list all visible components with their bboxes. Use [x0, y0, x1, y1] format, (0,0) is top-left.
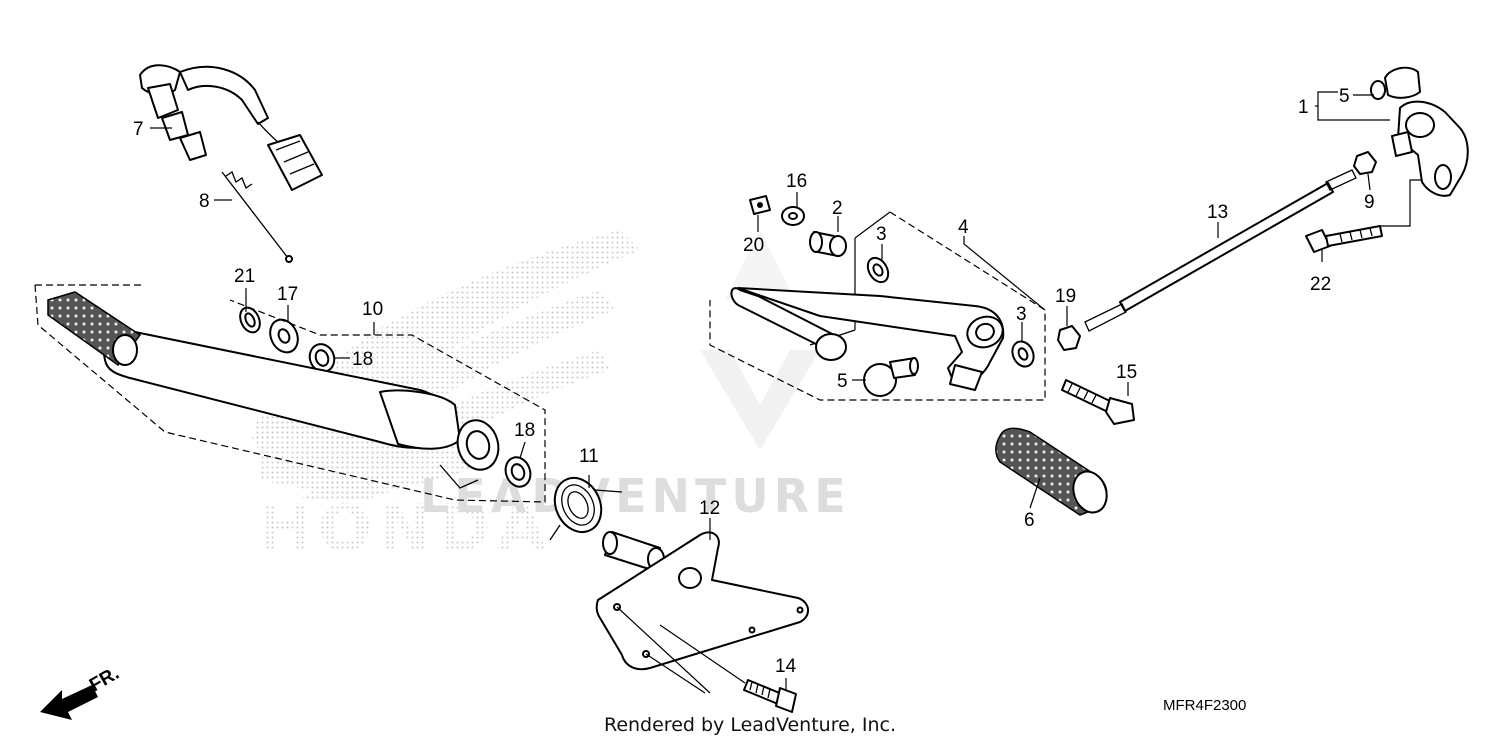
- callout-11: 11: [579, 446, 599, 467]
- callout-21: 21: [234, 266, 255, 287]
- collar-2[interactable]: [809, 231, 847, 257]
- nut-20[interactable]: [749, 195, 771, 215]
- callout-13: 13: [1207, 202, 1228, 223]
- callout-5a: 5: [1339, 86, 1350, 107]
- seal-18-upper[interactable]: [306, 341, 338, 376]
- callout-7: 7: [133, 119, 144, 140]
- bolt-14[interactable]: [743, 679, 797, 713]
- seal-3-upper[interactable]: [864, 254, 893, 286]
- spring-rod[interactable]: [221, 171, 293, 263]
- pedal-rubber-grip[interactable]: [47, 291, 142, 367]
- pedal-rubber-6[interactable]: [995, 427, 1112, 517]
- callout-17: 17: [277, 284, 298, 305]
- callout-22: 22: [1310, 274, 1331, 295]
- group-outline-10: [34, 284, 546, 503]
- callout-3a: 3: [876, 224, 887, 245]
- front-direction-arrow-icon: [40, 685, 98, 720]
- callout-15: 15: [1116, 362, 1137, 383]
- nut-19[interactable]: [1057, 325, 1081, 351]
- ball-joint-5-lower[interactable]: [863, 357, 919, 397]
- shift-pedal-arm[interactable]: [103, 330, 504, 489]
- leadventure-logo-watermark: [700, 230, 820, 450]
- shift-switch-assembly[interactable]: [139, 64, 323, 191]
- nut-9[interactable]: [1353, 151, 1377, 175]
- callout-6: 6: [1024, 510, 1035, 531]
- circlip-21[interactable]: [236, 304, 263, 335]
- bolt-15[interactable]: [1061, 379, 1135, 425]
- callout-3b: 3: [1016, 304, 1027, 325]
- bolt-lead-lines: [616, 606, 746, 694]
- callout-16: 16: [786, 171, 807, 192]
- callout-9: 9: [1364, 192, 1375, 213]
- callout-18a: 18: [352, 349, 373, 370]
- callout-18b: 18: [514, 420, 535, 441]
- washer-16[interactable]: [781, 206, 805, 226]
- honda-watermark-text: HONDA: [258, 492, 552, 566]
- callout-5b: 5: [837, 371, 848, 392]
- tie-rod-13[interactable]: [1084, 169, 1357, 332]
- callout-4: 4: [958, 217, 969, 238]
- callout-20: 20: [743, 235, 764, 256]
- rendered-by-footer: Rendered by LeadVenture, Inc.: [603, 714, 897, 736]
- seal-18-lower[interactable]: [502, 454, 535, 490]
- ball-joint-5-upper[interactable]: [1370, 66, 1421, 100]
- callout-8: 8: [199, 191, 210, 212]
- rod-end-1[interactable]: [1391, 100, 1469, 197]
- callout-1: 1: [1298, 97, 1309, 118]
- shift-arm[interactable]: [730, 287, 1007, 391]
- callout-2: 2: [832, 198, 843, 219]
- callout-14: 14: [775, 656, 797, 677]
- leader-lines: [150, 91, 1422, 690]
- bolt-22[interactable]: [1305, 225, 1383, 253]
- callout-19: 19: [1055, 286, 1076, 307]
- callout-12: 12: [699, 498, 720, 519]
- return-spring[interactable]: [546, 470, 623, 541]
- callout-10: 10: [362, 299, 383, 320]
- group-outline-4: [709, 211, 1046, 401]
- diagram-code: MFR4F2300: [1163, 697, 1247, 714]
- seal-3-lower[interactable]: [1008, 338, 1037, 370]
- washer-17[interactable]: [265, 315, 303, 357]
- bracket-plate-12[interactable]: [595, 531, 809, 671]
- leadventure-watermark-text: LEADVENTURE: [420, 469, 851, 523]
